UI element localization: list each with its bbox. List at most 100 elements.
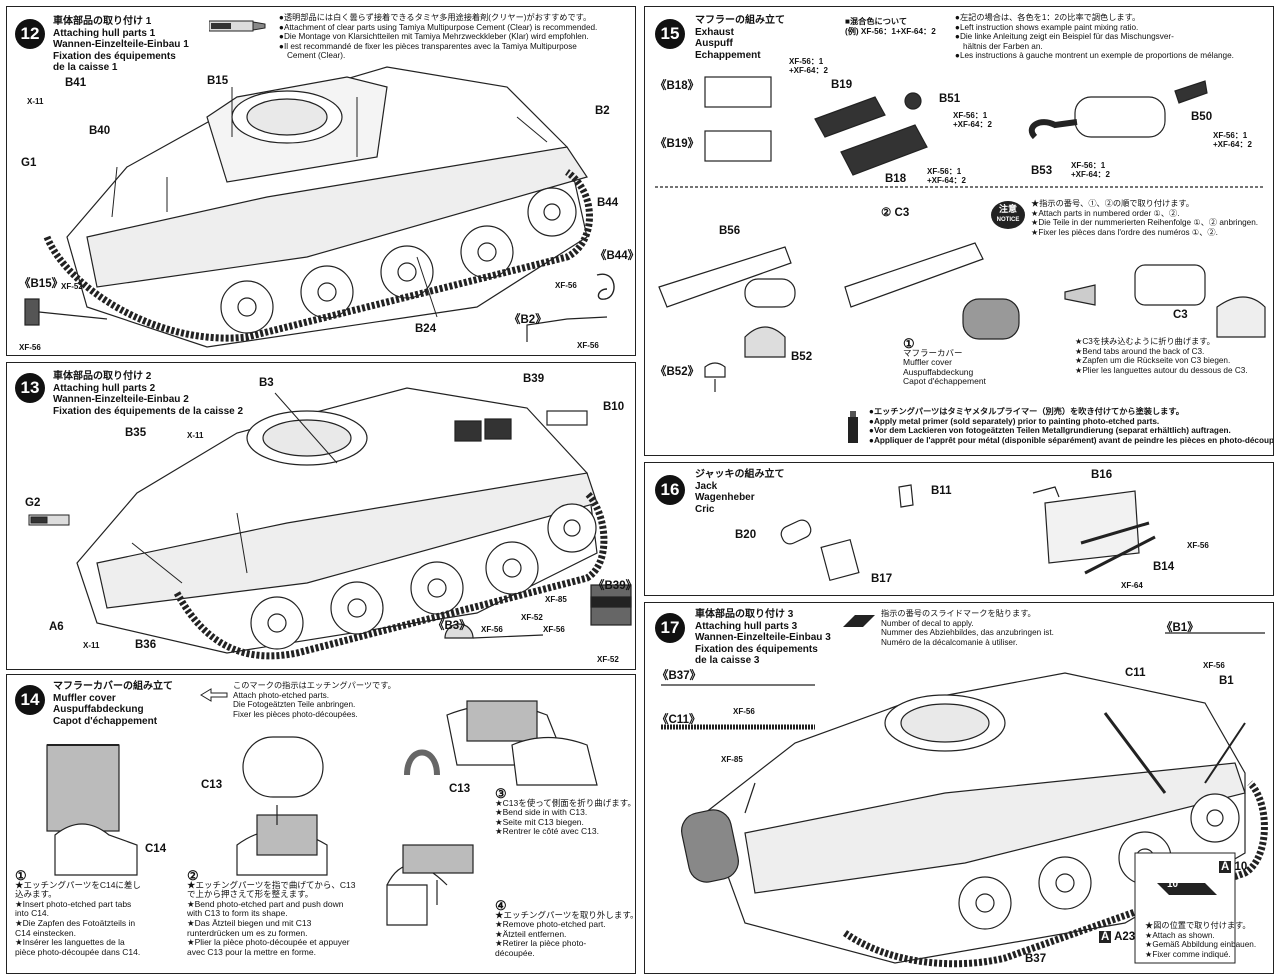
step-number: 16 bbox=[655, 475, 685, 505]
hull-drawing-17 bbox=[661, 632, 1268, 968]
paint-b18: XF-56：1+XF-64：2 bbox=[927, 167, 966, 185]
inset-b39-xf56: XF-56 bbox=[543, 625, 565, 634]
b2-inset-part bbox=[526, 316, 608, 342]
inset-b37-xf56: XF-56 bbox=[733, 707, 755, 716]
step-number: 15 bbox=[655, 19, 685, 49]
step-12-panel: 12 車体部品の取り付け 1 Attaching hull parts 1 Wa… bbox=[6, 6, 636, 356]
decal-note: 指示の番号のスライドマークを貼ります。Number of decal to ap… bbox=[881, 609, 1054, 647]
label-a23: A A23 bbox=[1099, 931, 1136, 943]
inset-b2-xf56: XF-56 bbox=[577, 341, 599, 350]
inset-b3-xf52: XF-52 bbox=[521, 613, 543, 622]
label-b50: B50 bbox=[1191, 111, 1213, 123]
label-b41: B41 bbox=[65, 77, 87, 89]
label-c14: C14 bbox=[145, 843, 167, 855]
decal-number: 10 bbox=[1167, 879, 1179, 890]
a10-note: ★図の位置で取り付けます。★Attach as shown.★Gemäß Abb… bbox=[1145, 921, 1257, 959]
inset-c11-xf85: XF-85 bbox=[721, 755, 743, 764]
clear-cement-note: ●透明部品には白く曇らず接着できるタミヤ多用途接着剤(クリヤー)がおすすめです。… bbox=[279, 13, 598, 61]
exhaust-drawings bbox=[655, 76, 1266, 392]
inset-b18-title: 《B18》 bbox=[655, 80, 700, 92]
inset-b39-xf85: XF-85 bbox=[545, 595, 567, 604]
label-b39: B39 bbox=[523, 373, 545, 385]
label-b10: B10 bbox=[603, 401, 625, 413]
label-b51: B51 bbox=[939, 93, 961, 105]
mix-note: ●左記の場合は、各色を1：2の比率で調色します。●Left instructio… bbox=[955, 13, 1234, 61]
label-g1: G1 bbox=[21, 157, 37, 169]
step-number: 14 bbox=[15, 685, 45, 715]
inset-b15-xf52: XF-52 bbox=[61, 282, 83, 291]
jack-drawings bbox=[780, 484, 1156, 582]
label-x11-a: X-11 bbox=[187, 431, 204, 440]
b15-inset-part bbox=[24, 298, 108, 326]
primer-note: ●エッチングパーツはタミヤメタルプライマー（別売）を吹き付けてから塗装します。●… bbox=[869, 407, 1274, 445]
etch-arrow-icon bbox=[199, 687, 229, 703]
inset-b44-title: 《B44》 bbox=[595, 250, 636, 262]
label-x11: X-11 bbox=[27, 97, 44, 106]
label-a10: A 10 bbox=[1219, 861, 1248, 873]
muffler-cover-drawings bbox=[46, 700, 598, 926]
order-note: ★指示の番号、①、②の順で取り付けます。★Attach parts in num… bbox=[1031, 199, 1259, 237]
g2-tube bbox=[28, 514, 70, 526]
inset-b1-xf56: XF-56 bbox=[1203, 661, 1225, 670]
label-b11: B11 bbox=[931, 485, 952, 497]
paint-b51: XF-56：1+XF-64：2 bbox=[953, 111, 992, 129]
inset-c11-title: 《C11》 bbox=[657, 714, 701, 726]
label-b16: B16 bbox=[1091, 469, 1113, 481]
label-c13-a: C13 bbox=[201, 779, 223, 791]
inset-b15-xf56: XF-56 bbox=[19, 343, 41, 352]
label-g2: G2 bbox=[25, 497, 41, 509]
label-b36: B36 bbox=[135, 639, 157, 651]
label-b24: B24 bbox=[415, 323, 437, 335]
label-b52: B52 bbox=[791, 351, 813, 363]
label-x11-b: X-11 bbox=[83, 641, 100, 650]
label-b35: B35 bbox=[125, 427, 147, 439]
inset-b52-title: 《B52》 bbox=[655, 366, 700, 378]
hull-drawing-13 bbox=[28, 387, 632, 660]
label-b37: B37 bbox=[1025, 953, 1047, 965]
label-xf56: XF-56 bbox=[1187, 541, 1209, 550]
label-b14: B14 bbox=[1153, 561, 1175, 573]
label-b18: B18 bbox=[885, 173, 907, 185]
label-b3: B3 bbox=[259, 377, 274, 389]
inset-b39-xf52: XF-52 bbox=[597, 655, 619, 664]
label-c13-b: C13 bbox=[449, 783, 471, 795]
label-b17: B17 bbox=[871, 573, 893, 585]
step-number: 17 bbox=[655, 613, 685, 643]
inset-b1-title: 《B1》 bbox=[1161, 622, 1199, 634]
sub-step-1: ① ★エッチングパーツをC14に差し込みます。★Insert photo-etc… bbox=[15, 868, 141, 957]
mix-title: ■混合色について(例) XF-56：1+XF-64：2 bbox=[845, 17, 936, 36]
label-c3-b: C3 bbox=[1173, 309, 1188, 321]
road-wheels bbox=[250, 503, 597, 650]
step-number: 13 bbox=[15, 373, 45, 403]
label-b2: B2 bbox=[595, 105, 610, 117]
paint-b50: XF-56：1+XF-64：2 bbox=[1213, 131, 1252, 149]
label-a6: A6 bbox=[49, 621, 64, 633]
label-c11: C11 bbox=[1125, 667, 1146, 679]
paint-b53: XF-56：1+XF-64：2 bbox=[1071, 161, 1110, 179]
label-b20: B20 bbox=[735, 529, 757, 541]
label-b53: B53 bbox=[1031, 165, 1053, 177]
b39-parts bbox=[454, 410, 588, 442]
b3-inset bbox=[444, 623, 544, 639]
inset-b3-title: 《B3》 bbox=[433, 620, 471, 632]
b44-inset-hook bbox=[596, 273, 615, 300]
sub-step-4: ④ ★エッチングパーツを取り外します。★Remove photo-etched … bbox=[495, 898, 636, 958]
label-b15: B15 bbox=[207, 75, 229, 87]
label-b40: B40 bbox=[89, 125, 111, 137]
cement-tube-icon bbox=[208, 19, 271, 33]
label-b19: B19 bbox=[831, 79, 853, 91]
c3-note: ★C3を挟み込むように折り曲げます。★Bend tabs around the … bbox=[1075, 337, 1248, 375]
step-number: 12 bbox=[15, 19, 45, 49]
label-b44: B44 bbox=[597, 197, 619, 209]
